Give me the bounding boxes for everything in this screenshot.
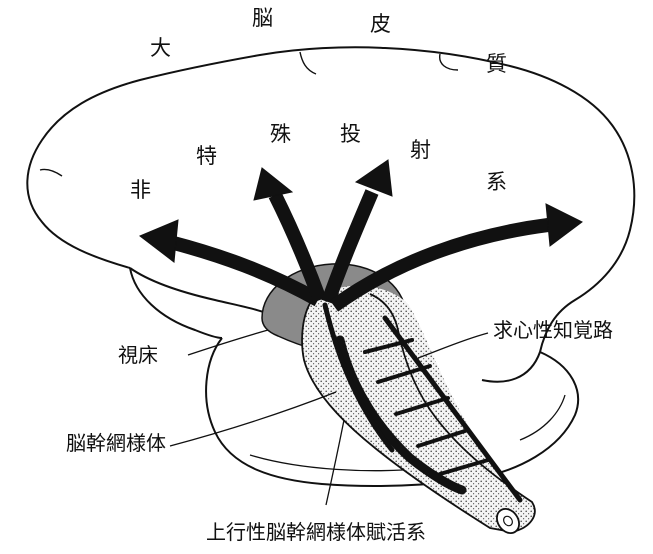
temporal-lobe-outline [130, 268, 222, 338]
title-char-1: 大 [150, 38, 171, 59]
arrow-right-head [546, 204, 582, 246]
title-char-4: 質 [486, 54, 507, 75]
thalamus-label: 視床 [118, 345, 158, 365]
projection-char-5: 射 [410, 140, 431, 161]
projection-char-3: 殊 [270, 124, 291, 145]
activating-system-label: 上行性脳幹網様体賦活系 [206, 522, 426, 542]
projection-char-4: 投 [340, 124, 361, 145]
leader-thalamus [188, 330, 268, 355]
cortex-sulci [40, 52, 458, 176]
arrow-up-right-head [356, 160, 392, 196]
projection-arrows [140, 160, 582, 306]
sensory-pathway-label: 求心性知覚路 [493, 320, 613, 340]
arrow-left-head [140, 220, 178, 262]
leader-activating [326, 420, 344, 505]
arrow-up-left-head [254, 168, 292, 200]
title-char-2: 脳 [252, 8, 273, 29]
title-char-3: 皮 [370, 14, 391, 35]
projection-char-6: 系 [486, 172, 507, 193]
leader-reticular [170, 392, 336, 446]
projection-char-1: 非 [130, 180, 151, 201]
reticular-formation-label: 脳幹網様体 [66, 433, 166, 453]
projection-char-2: 特 [196, 146, 217, 167]
